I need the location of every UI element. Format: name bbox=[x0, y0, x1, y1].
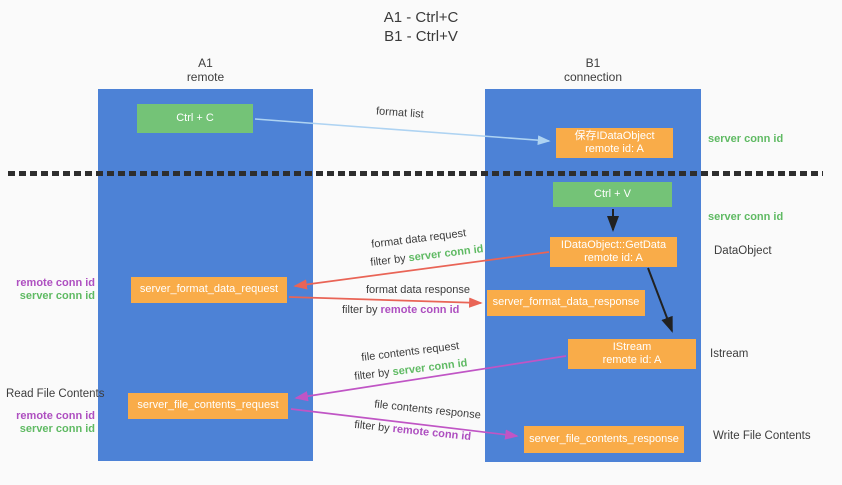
istream-box: IStream remote id: A bbox=[568, 339, 696, 369]
filter-by-remote-conn-id-label-1: filter by remote conn id bbox=[342, 304, 459, 316]
lane-b1-role: connection bbox=[563, 70, 623, 84]
file-response-label: server_file_contents_response bbox=[529, 432, 679, 445]
write-file-contents-annotation: Write File Contents bbox=[713, 430, 811, 442]
save-idataobject-line1: 保存IDataObject bbox=[574, 129, 655, 142]
server-conn-id-annotation-1: server conn id bbox=[19, 290, 95, 302]
dataobject-annotation: DataObject bbox=[714, 245, 772, 257]
lane-header-b1: B1 connection bbox=[485, 56, 701, 84]
istream-line1: IStream bbox=[612, 340, 652, 353]
server-file-contents-response-box: server_file_contents_response bbox=[524, 426, 684, 453]
arrow-format-data-request bbox=[293, 251, 550, 290]
server-format-data-request-box: server_format_data_request bbox=[131, 277, 287, 303]
arrow-file-contents-response bbox=[290, 408, 519, 440]
ctrl-v-box: Ctrl + V bbox=[553, 182, 672, 207]
ctrl-v-label: Ctrl + V bbox=[594, 187, 631, 200]
server-conn-id-annotation-mid: server conn id bbox=[708, 211, 784, 223]
server-file-contents-request-box: server_file_contents_request bbox=[128, 393, 288, 419]
title-line-2: B1 - Ctrl+V bbox=[384, 28, 458, 45]
istream-annotation: Istream bbox=[710, 348, 749, 360]
server-format-data-response-box: server_format_data_response bbox=[487, 290, 645, 316]
save-idataobject-box: 保存IDataObject remote id: A bbox=[556, 128, 673, 158]
session-separator-dashed-line bbox=[8, 171, 823, 176]
file-request-label: server_file_contents_request bbox=[137, 399, 279, 412]
title-line-1: A1 - Ctrl+C bbox=[383, 9, 459, 26]
lane-header-a1: A1 remote bbox=[98, 56, 313, 84]
istream-line2: remote id: A bbox=[602, 354, 662, 366]
filter-by-text: filter by bbox=[342, 304, 381, 316]
remote-conn-id-annotation-2: remote conn id bbox=[16, 410, 95, 422]
save-idataobject-line2: remote id: A bbox=[585, 143, 644, 155]
server-conn-id-annotation-top: server conn id bbox=[708, 133, 784, 145]
format-request-label: server_format_data_request bbox=[139, 283, 279, 296]
getdata-line1: IDataObject::GetData bbox=[560, 238, 667, 251]
remote-conn-id-annotation-1: remote conn id bbox=[16, 277, 95, 289]
ctrl-c-label: Ctrl + C bbox=[176, 111, 214, 124]
arrow-file-contents-request bbox=[294, 355, 567, 402]
ctrl-c-box: Ctrl + C bbox=[137, 104, 253, 133]
read-file-contents-annotation: Read File Contents bbox=[6, 388, 105, 400]
lane-a1-role: remote bbox=[186, 70, 225, 84]
arrow-format-data-response bbox=[288, 296, 483, 308]
diagram-title: A1 - Ctrl+C B1 - Ctrl+V bbox=[0, 8, 842, 46]
arrow-format-list bbox=[254, 118, 551, 145]
lane-b1-id: B1 bbox=[585, 56, 601, 70]
format-response-label: server_format_data_response bbox=[492, 296, 640, 309]
arrow-getdata-to-istream bbox=[647, 267, 673, 333]
server-conn-id-annotation-2: server conn id bbox=[19, 423, 95, 435]
conn-id-annotation-group-1: remote conn id server conn id bbox=[12, 277, 95, 303]
lane-a1-id: A1 bbox=[198, 56, 213, 70]
idataobject-getdata-box: IDataObject::GetData remote id: A bbox=[550, 237, 677, 267]
conn-id-annotation-group-2: remote conn id server conn id bbox=[12, 410, 95, 436]
getdata-line2: remote id: A bbox=[584, 252, 643, 264]
format-data-response-label: format data response bbox=[366, 284, 470, 296]
remote-conn-id-text: remote conn id bbox=[380, 304, 460, 316]
